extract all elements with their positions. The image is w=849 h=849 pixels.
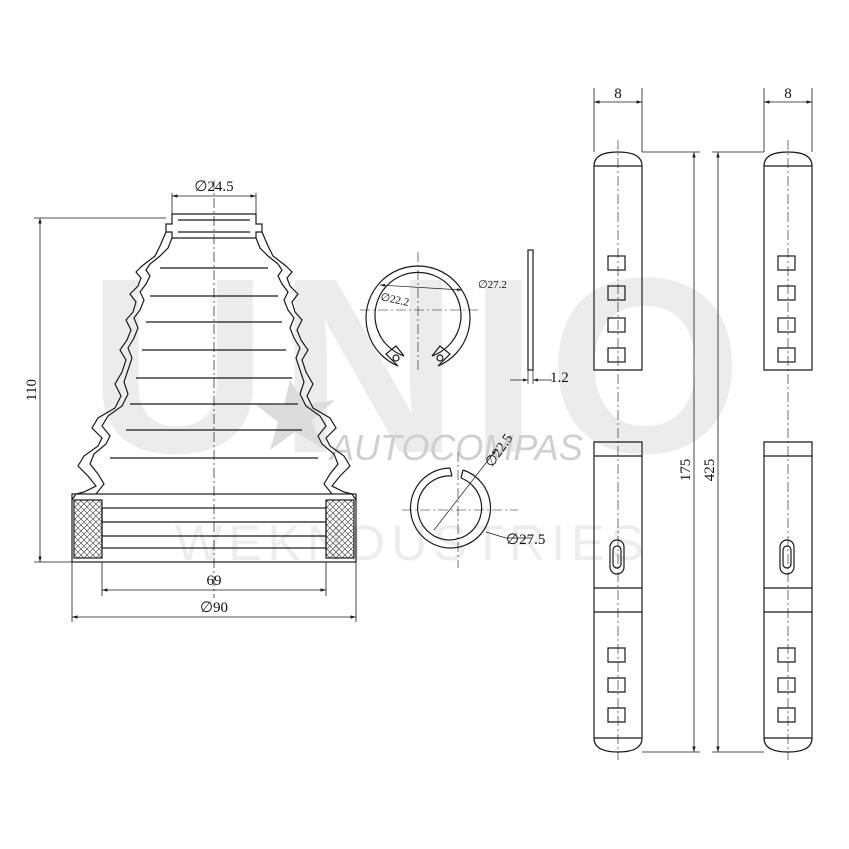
clamp-right-width-label: 8: [784, 86, 792, 102]
clamp-left-dimensions: [593, 88, 700, 753]
clamp-right-dimensions: [712, 88, 813, 753]
boot-height-label: 110: [24, 379, 40, 401]
circlip-drawing: [360, 249, 552, 384]
boot-drawing: [71, 180, 357, 598]
clamp-right-drawing: [763, 140, 813, 760]
boot-dimensions: [34, 193, 357, 622]
watermark-brand: AUTOCOMPAS: [328, 427, 583, 468]
circlip-thickness-label: 1.2: [550, 370, 569, 386]
boot-inner-width-label: 69: [207, 573, 222, 589]
circlip-outer-diameter-label: ∅27.2: [478, 279, 507, 291]
boot-outer-diameter-label: ∅90: [200, 600, 228, 616]
clamp-left-drawing: [593, 140, 643, 760]
clamp-left-width-label: 8: [614, 86, 622, 102]
boot-top-diameter-label: ∅24.5: [194, 179, 233, 195]
clamp-right-length-label: 425: [702, 459, 718, 482]
clamp-left-length-label: 175: [678, 459, 694, 482]
ring-outer-diameter-label: ∅27.5: [506, 532, 545, 548]
watermark-logo-icon: [255, 380, 335, 450]
ring-drawing: [402, 449, 532, 568]
circlip-inner-diameter-label: ∅22.2: [379, 291, 410, 309]
